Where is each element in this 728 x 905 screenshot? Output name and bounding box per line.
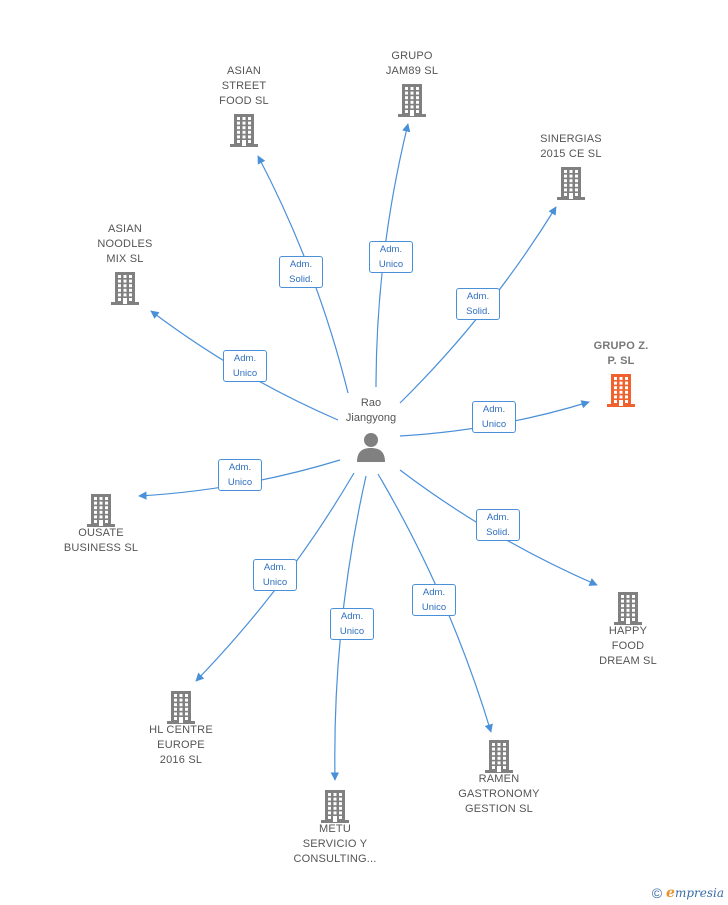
company-name: ASIAN NOODLES MIX SL <box>97 223 153 265</box>
role-badge-asian-street-food[interactable]: Adm. Solid. <box>279 256 323 288</box>
building-icon <box>111 272 139 305</box>
company-node-sinergias-2015[interactable]: SINERGIAS 2015 CE SL <box>511 132 631 201</box>
company-name: OUSATE BUSINESS SL <box>63 527 139 554</box>
building-icon <box>321 790 349 823</box>
building-icon <box>614 592 642 625</box>
role-badge-ousate-business[interactable]: Adm. Unico <box>218 459 262 491</box>
building-icon <box>607 374 635 407</box>
company-name: METU SERVICIO Y CONSULTING... <box>293 823 377 865</box>
company-name: ASIAN STREET FOOD SL <box>219 65 269 107</box>
role-badge-metu-servicio[interactable]: Adm. Unico <box>330 608 374 640</box>
company-name: SINERGIAS 2015 CE SL <box>540 133 602 160</box>
company-node-asian-street-food[interactable]: ASIAN STREET FOOD SL <box>184 64 304 148</box>
company-name: HL CENTRE EUROPE 2016 SL <box>149 724 213 766</box>
company-node-ramen-gastronomy[interactable]: RAMEN GASTRONOMY GESTION SL <box>439 738 559 817</box>
company-node-hl-centre-europe[interactable]: HL CENTRE EUROPE 2016 SL <box>121 689 241 768</box>
company-node-asian-noodles-mix[interactable]: ASIAN NOODLES MIX SL <box>65 222 185 306</box>
role-badge-happy-food-dream[interactable]: Adm. Solid. <box>476 509 520 541</box>
role-badge-hl-centre-europe[interactable]: Adm. Unico <box>253 559 297 591</box>
building-icon <box>398 84 426 117</box>
company-node-metu-servicio[interactable]: METU SERVICIO Y CONSULTING... <box>275 788 395 867</box>
brand-logo-initial: e <box>666 885 675 901</box>
role-badge-sinergias-2015[interactable]: Adm. Solid. <box>456 288 500 320</box>
company-node-happy-food-dream[interactable]: HAPPY FOOD DREAM SL <box>568 590 688 669</box>
person-node[interactable]: Rao Jiangyong <box>321 396 421 464</box>
building-icon <box>87 494 115 527</box>
person-icon <box>357 433 385 462</box>
person-name: Rao Jiangyong <box>345 397 397 424</box>
role-badge-grupo-jam89[interactable]: Adm. Unico <box>369 241 413 273</box>
company-name: GRUPO Z. P. SL <box>593 340 649 367</box>
building-icon <box>485 740 513 773</box>
company-name: RAMEN GASTRONOMY GESTION SL <box>458 773 540 815</box>
company-node-grupo-zp[interactable]: GRUPO Z. P. SL <box>561 339 681 408</box>
company-node-grupo-jam89[interactable]: GRUPO JAM89 SL <box>352 49 472 118</box>
role-badge-asian-noodles-mix[interactable]: Adm. Unico <box>223 350 267 382</box>
brand-logo-text: mpresia <box>674 886 724 900</box>
footer-brand: © empresia <box>652 885 724 901</box>
copyright-icon: © <box>651 885 663 901</box>
company-node-ousate-business[interactable]: OUSATE BUSINESS SL <box>41 492 161 556</box>
role-badge-ramen-gastronomy[interactable]: Adm. Unico <box>412 584 456 616</box>
building-icon <box>167 691 195 724</box>
building-icon <box>557 167 585 200</box>
company-name: HAPPY FOOD DREAM SL <box>599 625 657 667</box>
building-icon <box>230 114 258 147</box>
company-name: GRUPO JAM89 SL <box>385 50 439 77</box>
role-badge-grupo-zp[interactable]: Adm. Unico <box>472 401 516 433</box>
